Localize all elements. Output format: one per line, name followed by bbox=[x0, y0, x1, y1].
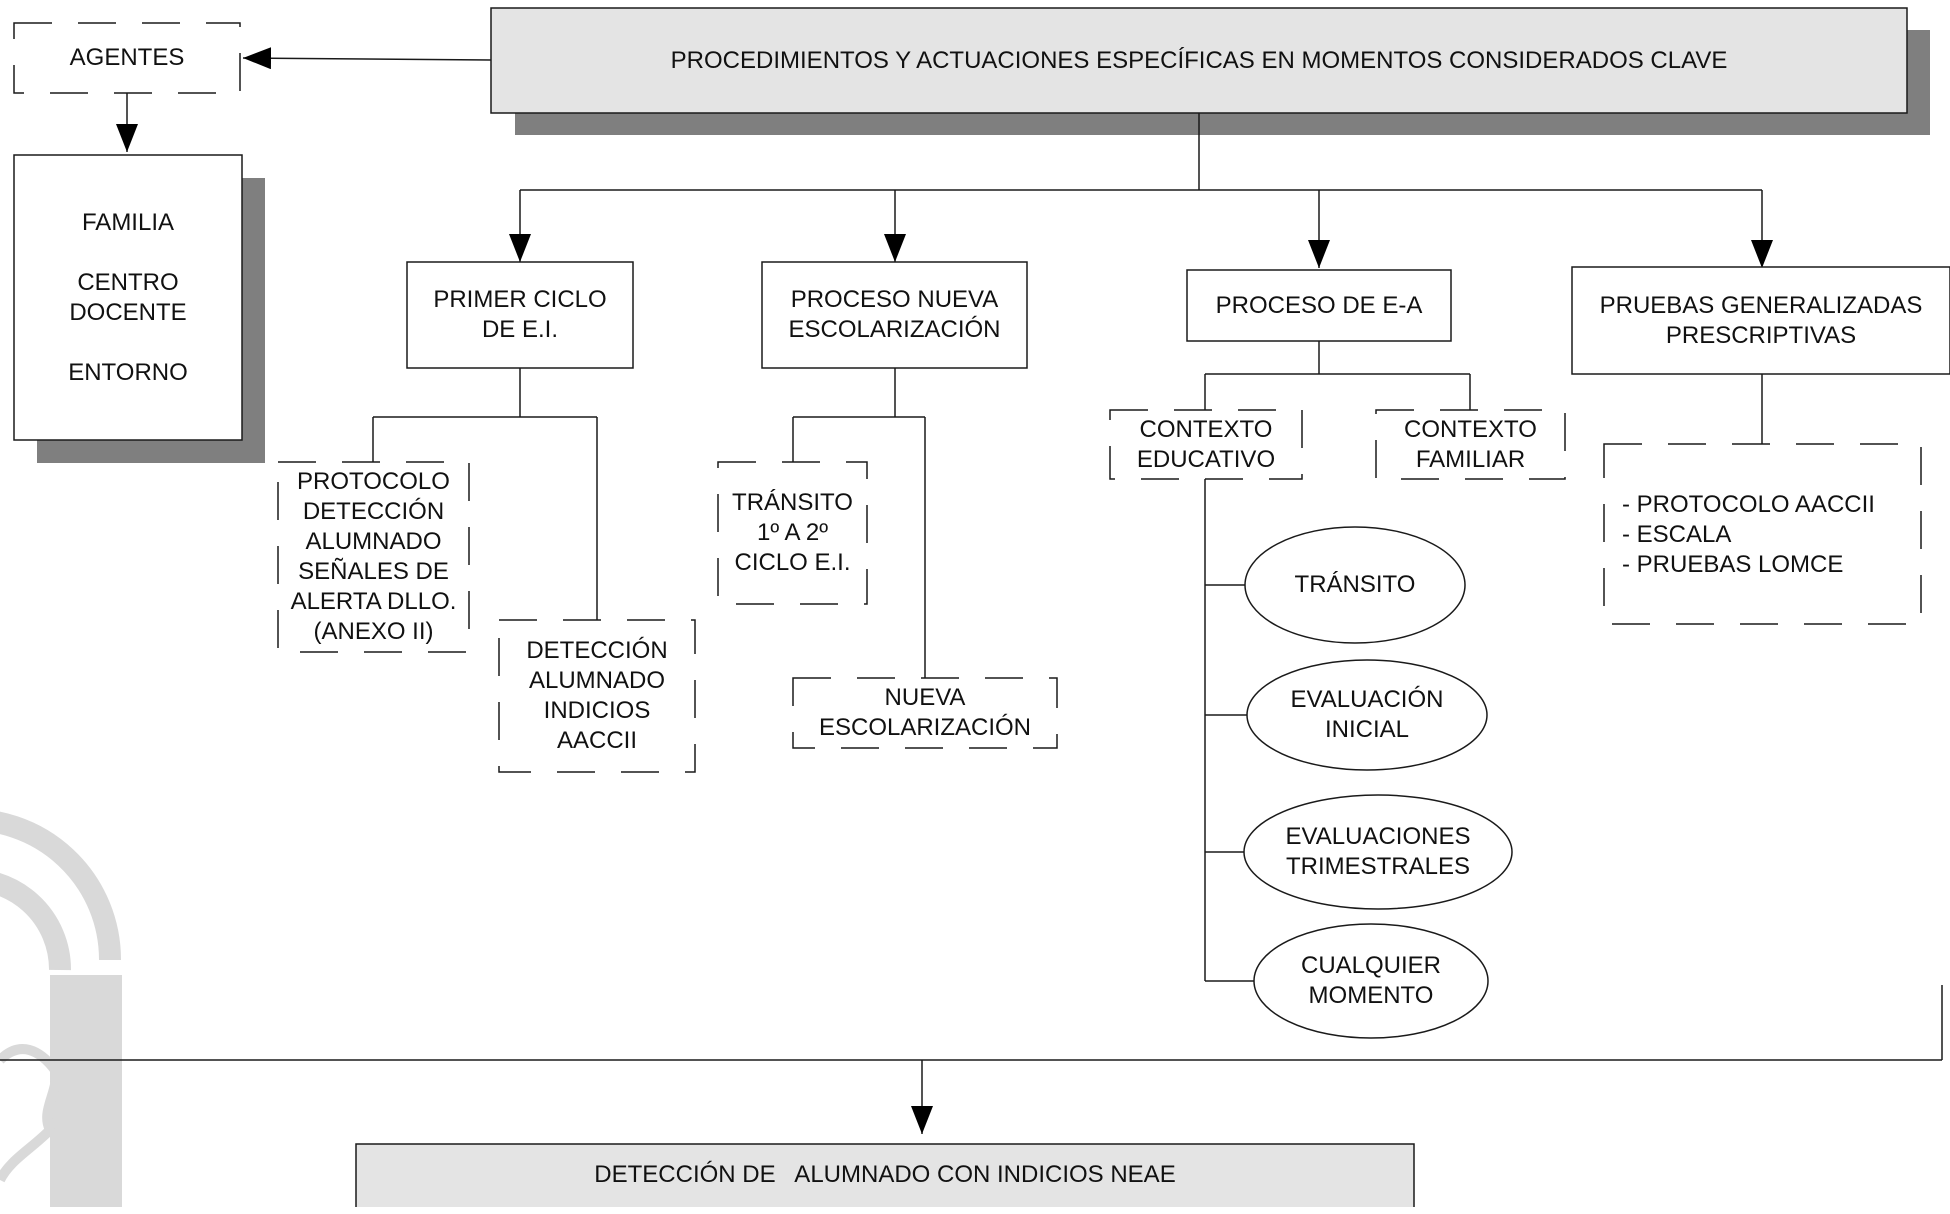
proceso-nueva-label: PROCESO NUEVA ESCOLARIZACIÓN bbox=[788, 286, 1001, 343]
agentes-list-box bbox=[13, 154, 243, 441]
pruebas-list-label: - PROTOCOLO AACCII - ESCALA - PRUEBAS LO… bbox=[1622, 491, 1875, 578]
transito-ciclo-label: TRÁNSITO 1º A 2º CICLO E.I. bbox=[732, 489, 853, 576]
proceso-ea-label: PROCESO DE E-A bbox=[1215, 291, 1423, 319]
evaluaciones-trimestrales-ellipse bbox=[1243, 794, 1513, 910]
pruebas-label: PRUEBAS GENERALIZADAS PRESCRIPTIVAS bbox=[1599, 291, 1923, 349]
deteccion-aaccii-label: DETECCIÓN ALUMNADO INDICIOS AACCII bbox=[526, 637, 668, 754]
top-connectors bbox=[509, 113, 1773, 268]
contexto-familiar-label: CONTEXTO FAMILIAR bbox=[1404, 415, 1537, 473]
contexto-educativo-box bbox=[1109, 409, 1303, 480]
protocolo-box bbox=[277, 461, 470, 653]
evaluacion-inicial-ellipse bbox=[1246, 659, 1488, 771]
nueva-escolarizacion-box bbox=[792, 677, 1058, 749]
pruebas-box bbox=[1571, 266, 1950, 375]
transito-label: TRÁNSITO bbox=[1294, 571, 1416, 598]
contexto-familiar-box bbox=[1375, 409, 1566, 480]
proceso-nueva-box bbox=[761, 261, 1028, 369]
pruebas-list-box bbox=[1603, 443, 1922, 625]
bottom-box bbox=[355, 1143, 1415, 1207]
primer-ciclo-box bbox=[406, 261, 634, 369]
evaluaciones-trimestrales-label: EVALUACIONES TRIMESTRALES bbox=[1285, 823, 1471, 880]
agentes-label: AGENTES bbox=[69, 44, 185, 71]
primer-ciclo-label: PRIMER CICLO DE E.I. bbox=[433, 286, 607, 343]
top-box-title: PROCEDIMIENTOS Y ACTUACIONES ESPECÍFICAS… bbox=[670, 46, 1728, 74]
deteccion-aaccii-box bbox=[498, 619, 696, 773]
proceso-ea-box bbox=[1186, 269, 1452, 342]
cualquier-momento-ellipse bbox=[1253, 923, 1489, 1039]
bottom-box-title: DETECCIÓN DE ALUMNADO CON INDICIOS NEAE bbox=[594, 1161, 1176, 1188]
proceso-nueva-connectors bbox=[792, 368, 926, 678]
primer-ciclo-connectors bbox=[372, 368, 598, 620]
bottom-connectors bbox=[0, 985, 1943, 1134]
evaluacion-inicial-label: EVALUACIÓN INICIAL bbox=[1290, 686, 1444, 743]
proceso-ea-connectors bbox=[1204, 341, 1471, 982]
transito-ellipse bbox=[1244, 526, 1466, 644]
junta-logo-watermark bbox=[0, 811, 122, 1207]
protocolo-label: PROTOCOLO DETECCIÓN ALUMNADO SEÑALES DE … bbox=[290, 468, 457, 645]
nueva-escolarizacion-label: NUEVA ESCOLARIZACIÓN bbox=[818, 684, 1032, 741]
cualquier-momento-label: CUALQUIER MOMENTO bbox=[1300, 952, 1442, 1009]
contexto-educativo-label: CONTEXTO EDUCATIVO bbox=[1136, 415, 1276, 473]
transito-ciclo-box bbox=[717, 461, 868, 605]
agentes-list: FAMILIA CENTRO DOCENTE ENTORNO bbox=[68, 208, 188, 386]
agentes-box bbox=[13, 22, 241, 94]
arrow-to-agentes bbox=[242, 47, 492, 70]
